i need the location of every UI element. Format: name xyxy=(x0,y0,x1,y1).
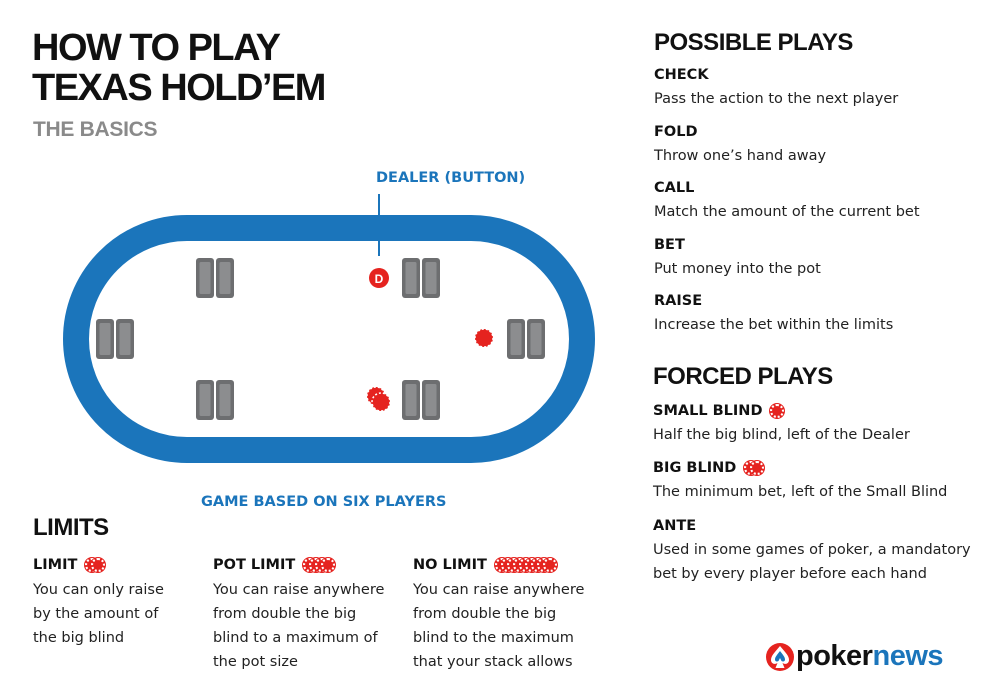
pot-limit-desc-line: You can raise anywhere xyxy=(213,582,385,598)
page-subtitle: THE BASICS xyxy=(33,118,158,141)
no-limit-desc-line: blind to the maximum xyxy=(413,630,574,646)
forced-desc-ante-line1: Used in some games of poker, a mandatory xyxy=(653,542,971,558)
play-desc-raise: Increase the bet within the limits xyxy=(654,317,894,333)
forced-plays-heading: FORCED PLAYS xyxy=(653,363,833,390)
pot-limit-column: POT LIMIT You can raise anywhere from do… xyxy=(213,554,393,674)
small-blind-term: SMALL BLIND xyxy=(653,403,763,419)
poker-chip-icon xyxy=(91,558,106,572)
player-hands xyxy=(96,258,545,420)
play-desc-call: Match the amount of the current bet xyxy=(654,204,920,220)
poker-chip-icon xyxy=(750,461,765,475)
pot-limit-desc-line: the pot size xyxy=(213,654,298,670)
table-rail xyxy=(63,215,595,463)
logo-text-news: news xyxy=(872,640,944,672)
no-limit-column: NO LIMIT You can raise anywhere from dou… xyxy=(413,554,593,674)
no-limit-chips-icon xyxy=(494,558,557,572)
big-blind-chips xyxy=(366,386,391,412)
play-term-call: CALL xyxy=(654,180,695,196)
forced-desc-small-blind: Half the big blind, left of the Dealer xyxy=(653,427,910,443)
pot-limit-term: POT LIMIT xyxy=(213,557,296,573)
no-limit-desc-line: from double the big xyxy=(413,606,557,622)
pot-limit-description: You can raise anywhere from double the b… xyxy=(213,578,393,674)
hole-cards-icon xyxy=(402,258,440,298)
poker-chip-icon xyxy=(321,558,336,572)
play-desc-bet: Put money into the pot xyxy=(654,261,821,277)
no-limit-desc-line: You can raise anywhere xyxy=(413,582,585,598)
limit-term: LIMIT xyxy=(33,557,78,573)
limit-desc-line: the big blind xyxy=(33,630,125,646)
dealer-button: D xyxy=(369,268,389,288)
hole-cards-icon xyxy=(96,319,134,359)
limit-column: LIMIT You can only raise by the amount o… xyxy=(33,554,213,650)
forced-term-ante: ANTE xyxy=(653,518,697,534)
poker-table-diagram: D xyxy=(63,194,595,463)
dealer-button-letter: D xyxy=(375,272,384,286)
big-blind-term: BIG BLIND xyxy=(653,460,737,476)
limits-heading: LIMITS xyxy=(33,514,109,541)
pot-limit-desc-line: blind to a maximum of xyxy=(213,630,378,646)
no-limit-desc-line: that your stack allows xyxy=(413,654,573,670)
forced-desc-ante-line2: bet by every player before each hand xyxy=(653,566,927,582)
hole-cards-icon xyxy=(507,319,545,359)
hole-cards-icon xyxy=(402,380,440,420)
limit-desc-line: You can only raise xyxy=(33,582,164,598)
play-desc-check: Pass the action to the next player xyxy=(654,91,899,107)
title-line-2: TEXAS HOLD’EM xyxy=(32,67,326,109)
small-blind-chip xyxy=(474,328,494,348)
pot-limit-desc-line: from double the big xyxy=(213,606,357,622)
no-limit-description: You can raise anywhere from double the b… xyxy=(413,578,593,674)
forced-desc-big-blind: The minimum bet, left of the Small Blind xyxy=(653,484,948,500)
small-blind-chip-icon xyxy=(770,404,785,418)
big-blind-chip-icon xyxy=(744,461,765,475)
limit-chips-icon xyxy=(85,558,106,572)
page-title: HOW TO PLAY TEXAS HOLD’EM xyxy=(32,27,326,109)
logo-text-poker: poker xyxy=(796,640,873,672)
hole-cards-icon xyxy=(196,380,234,420)
play-term-bet: BET xyxy=(654,237,685,253)
dealer-label: DEALER (BUTTON) xyxy=(376,170,526,186)
poker-chip-icon xyxy=(770,404,785,418)
title-line-1: HOW TO PLAY xyxy=(32,27,281,69)
hole-cards-icon xyxy=(196,258,234,298)
forced-term-big-blind: BIG BLIND xyxy=(653,460,765,476)
possible-plays-heading: POSSIBLE PLAYS xyxy=(654,29,853,56)
pot-limit-chips-icon xyxy=(303,558,336,572)
play-desc-fold: Throw one’s hand away xyxy=(654,148,827,164)
limit-description: You can only raise by the amount of the … xyxy=(33,578,213,650)
forced-term-small-blind: SMALL BLIND xyxy=(653,403,785,419)
play-term-raise: RAISE xyxy=(654,293,703,309)
poker-chip-icon xyxy=(542,558,557,572)
limit-desc-line: by the amount of xyxy=(33,606,159,622)
play-term-fold: FOLD xyxy=(654,124,698,140)
pokernews-logo-icon xyxy=(766,642,794,671)
game-note: GAME BASED ON SIX PLAYERS xyxy=(201,494,447,510)
no-limit-term: NO LIMIT xyxy=(413,557,487,573)
play-term-check: CHECK xyxy=(654,67,709,83)
